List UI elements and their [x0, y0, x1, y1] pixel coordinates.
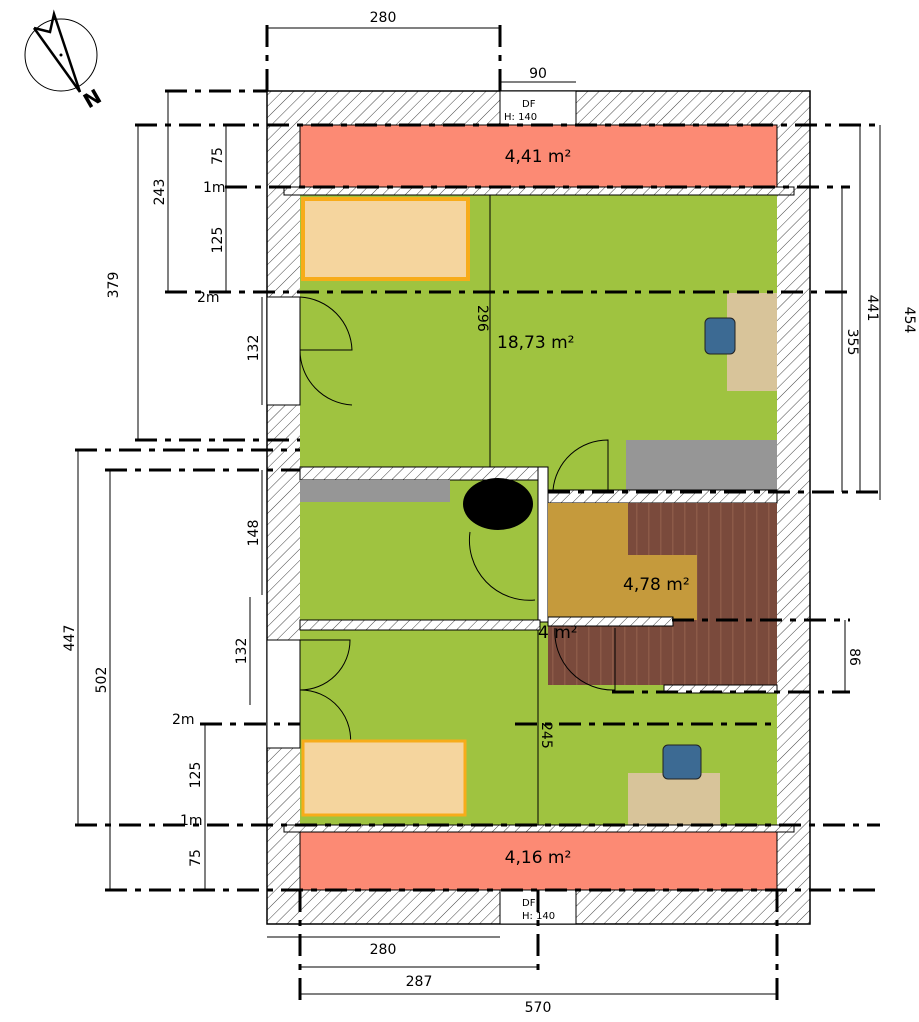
area-top-balcony: 4,41 m²	[505, 147, 572, 167]
dim-447: 447	[62, 625, 78, 652]
wall-bathroom-top	[299, 466, 541, 481]
area-bedroom-1: 18,73 m²	[497, 333, 574, 353]
wall-bathroom-right	[537, 466, 549, 623]
marker-2m-top: 2m	[197, 290, 220, 306]
wall-bathroom-bottom	[299, 619, 541, 631]
office-chair-icon-top[interactable]	[704, 317, 736, 355]
marker-2m-bottom: 2m	[172, 712, 195, 728]
dim-125-top: 125	[210, 227, 226, 254]
dim-148: 148	[246, 520, 262, 547]
door-swing-bottom	[299, 639, 352, 749]
area-bathroom: 4 m²	[538, 623, 578, 643]
window-top	[499, 90, 577, 126]
compass-north-label: N	[79, 84, 106, 113]
counter	[626, 440, 777, 490]
area-bottom-balcony: 4,16 m²	[505, 848, 572, 868]
marker-1m-top: 1m	[203, 180, 226, 196]
dimension-lines	[77, 27, 881, 995]
reference-lines	[75, 25, 880, 1000]
dim-379: 379	[106, 272, 122, 299]
bed-bottom[interactable]	[301, 739, 467, 817]
compass-icon: N	[24, 9, 106, 113]
bottom-balcony	[299, 831, 778, 891]
dim-75-bottom: 75	[188, 849, 204, 867]
dim-75-top: 75	[210, 147, 226, 165]
bed-top[interactable]	[301, 197, 470, 281]
dim-454: 454	[901, 307, 917, 334]
door-swing-top	[299, 296, 353, 406]
dim-441: 441	[864, 295, 880, 322]
window-top-type: DF	[522, 99, 536, 110]
door-swing-hall	[552, 439, 609, 491]
window-left-bottom	[266, 639, 301, 749]
dim-355: 355	[844, 329, 860, 356]
door-swing-bathroom	[468, 531, 536, 601]
dim-132-top: 132	[246, 335, 262, 362]
dim-bottom-287: 287	[406, 974, 433, 990]
office-chair-icon-bottom[interactable]	[662, 744, 702, 780]
dim-top-280: 280	[370, 10, 397, 26]
window-bottom-type: DF	[522, 898, 536, 909]
area-hallway: 4,78 m²	[623, 575, 690, 595]
window-bottom-height: H: 140	[522, 911, 555, 922]
dim-top-90: 90	[529, 66, 547, 82]
bathroom-counter	[300, 480, 450, 502]
dim-245: 245	[538, 722, 554, 749]
dim-bottom-280: 280	[370, 942, 397, 958]
window-left-top	[266, 296, 301, 406]
dim-296: 296	[474, 305, 490, 332]
bathtub	[463, 478, 533, 530]
dim-502: 502	[94, 667, 110, 694]
dim-86: 86	[846, 648, 862, 666]
dim-243: 243	[152, 179, 168, 206]
dim-bottom-570: 570	[525, 1000, 552, 1016]
hallway	[548, 503, 697, 620]
dim-125-bottom: 125	[188, 762, 204, 789]
rug-bottom	[628, 773, 720, 825]
door-swing-lower	[554, 627, 616, 691]
dim-132-bottom: 132	[234, 638, 250, 665]
marker-1m-bottom: 1m	[180, 813, 203, 829]
window-top-height: H: 140	[504, 112, 537, 123]
